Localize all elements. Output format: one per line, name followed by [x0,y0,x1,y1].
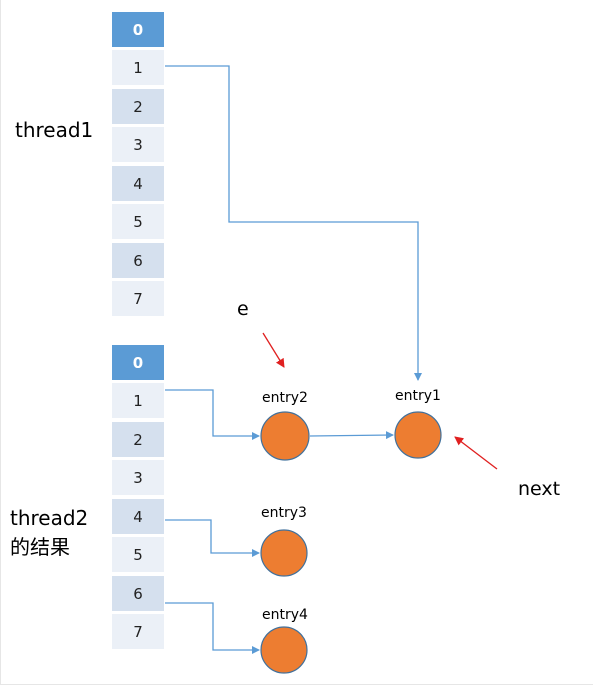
t2-bucket-5: 5 [111,536,165,573]
next-pointer-arrow [454,436,498,470]
t2-bucket-6: 6 [111,575,165,612]
connector-t2-slot6-to-entry4 [165,602,260,654]
t1-bucket-4: 4 [111,165,165,202]
next-pointer-label: next [518,478,561,500]
t2-bucket-4: 4 [111,498,165,535]
t1-bucket-2: 2 [111,88,165,125]
entry2-node [260,411,310,461]
entry3-label: entry3 [261,505,307,521]
entry4-node [260,626,308,674]
t2-bucket-7: 7 [111,613,165,650]
t1-bucket-1: 1 [111,49,165,86]
t1-bucket-0: 0 [111,11,165,48]
connector-entry2-to-entry1 [309,431,394,440]
e-pointer-arrow [262,332,285,368]
thread2-result-label: 的结果 [10,535,70,559]
entry4-label: entry4 [262,607,308,623]
t1-bucket-5: 5 [111,203,165,240]
thread2-label: thread2 [10,506,89,530]
entry2-label: entry2 [262,390,308,406]
t2-bucket-0: 0 [111,344,165,381]
e-pointer-label: e [237,298,249,320]
connector-t2-slot1-to-entry2 [165,389,260,440]
t2-bucket-1: 1 [111,382,165,419]
t1-bucket-3: 3 [111,126,165,163]
entry1-node [394,411,442,459]
thread1-label: thread1 [15,118,94,142]
connector-t2-slot4-to-entry3 [165,519,260,557]
entry1-label: entry1 [395,388,441,404]
t2-bucket-3: 3 [111,459,165,496]
connector-t1-slot1-to-entry1 [165,65,422,381]
t1-bucket-6: 6 [111,242,165,279]
entry3-node [260,529,308,577]
t2-bucket-2: 2 [111,421,165,458]
t1-bucket-7: 7 [111,280,165,317]
